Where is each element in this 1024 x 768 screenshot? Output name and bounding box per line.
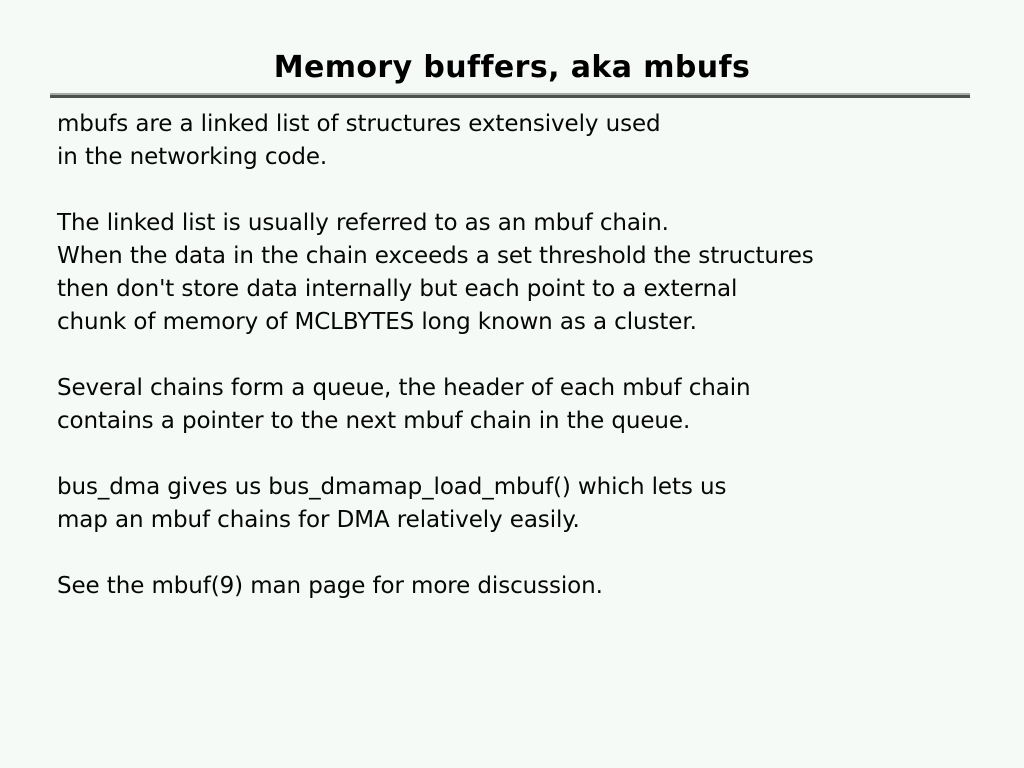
body-line: bus_dma gives us bus_dmamap_load_mbuf() … (57, 474, 727, 500)
slide-body: mbufs are a linked list of structures ex… (57, 108, 997, 603)
body-line: then don't store data internally but eac… (57, 276, 738, 302)
body-line: chunk of memory of MCLBYTES long known a… (57, 309, 697, 335)
paragraph-spacer (57, 339, 997, 372)
divider-light-band (50, 93, 970, 95)
body-line: See the mbuf(9) man page for more discus… (57, 573, 603, 599)
paragraph-intro: mbufs are a linked list of structures ex… (57, 108, 997, 174)
divider-dark-band (50, 95, 970, 98)
paragraph-spacer (57, 537, 997, 570)
body-line: in the networking code. (57, 144, 328, 170)
paragraph-chain-and-clusters: The linked list is usually referred to a… (57, 207, 997, 339)
title-divider (50, 93, 970, 98)
page-title: Memory buffers, aka mbufs (273, 50, 751, 85)
body-line: mbufs are a linked list of structures ex… (57, 111, 661, 137)
paragraph-spacer (57, 174, 997, 207)
body-line: contains a pointer to the next mbuf chai… (57, 408, 691, 434)
paragraph-see-also: See the mbuf(9) man page for more discus… (57, 570, 997, 603)
paragraph-queues: Several chains form a queue, the header … (57, 372, 997, 438)
body-line: map an mbuf chains for DMA relatively ea… (57, 507, 580, 533)
body-line: Several chains form a queue, the header … (57, 375, 751, 401)
body-line: When the data in the chain exceeds a set… (57, 243, 814, 269)
body-line: The linked list is usually referred to a… (57, 210, 669, 236)
paragraph-spacer (57, 438, 997, 471)
paragraph-bus-dma: bus_dma gives us bus_dmamap_load_mbuf() … (57, 471, 997, 537)
